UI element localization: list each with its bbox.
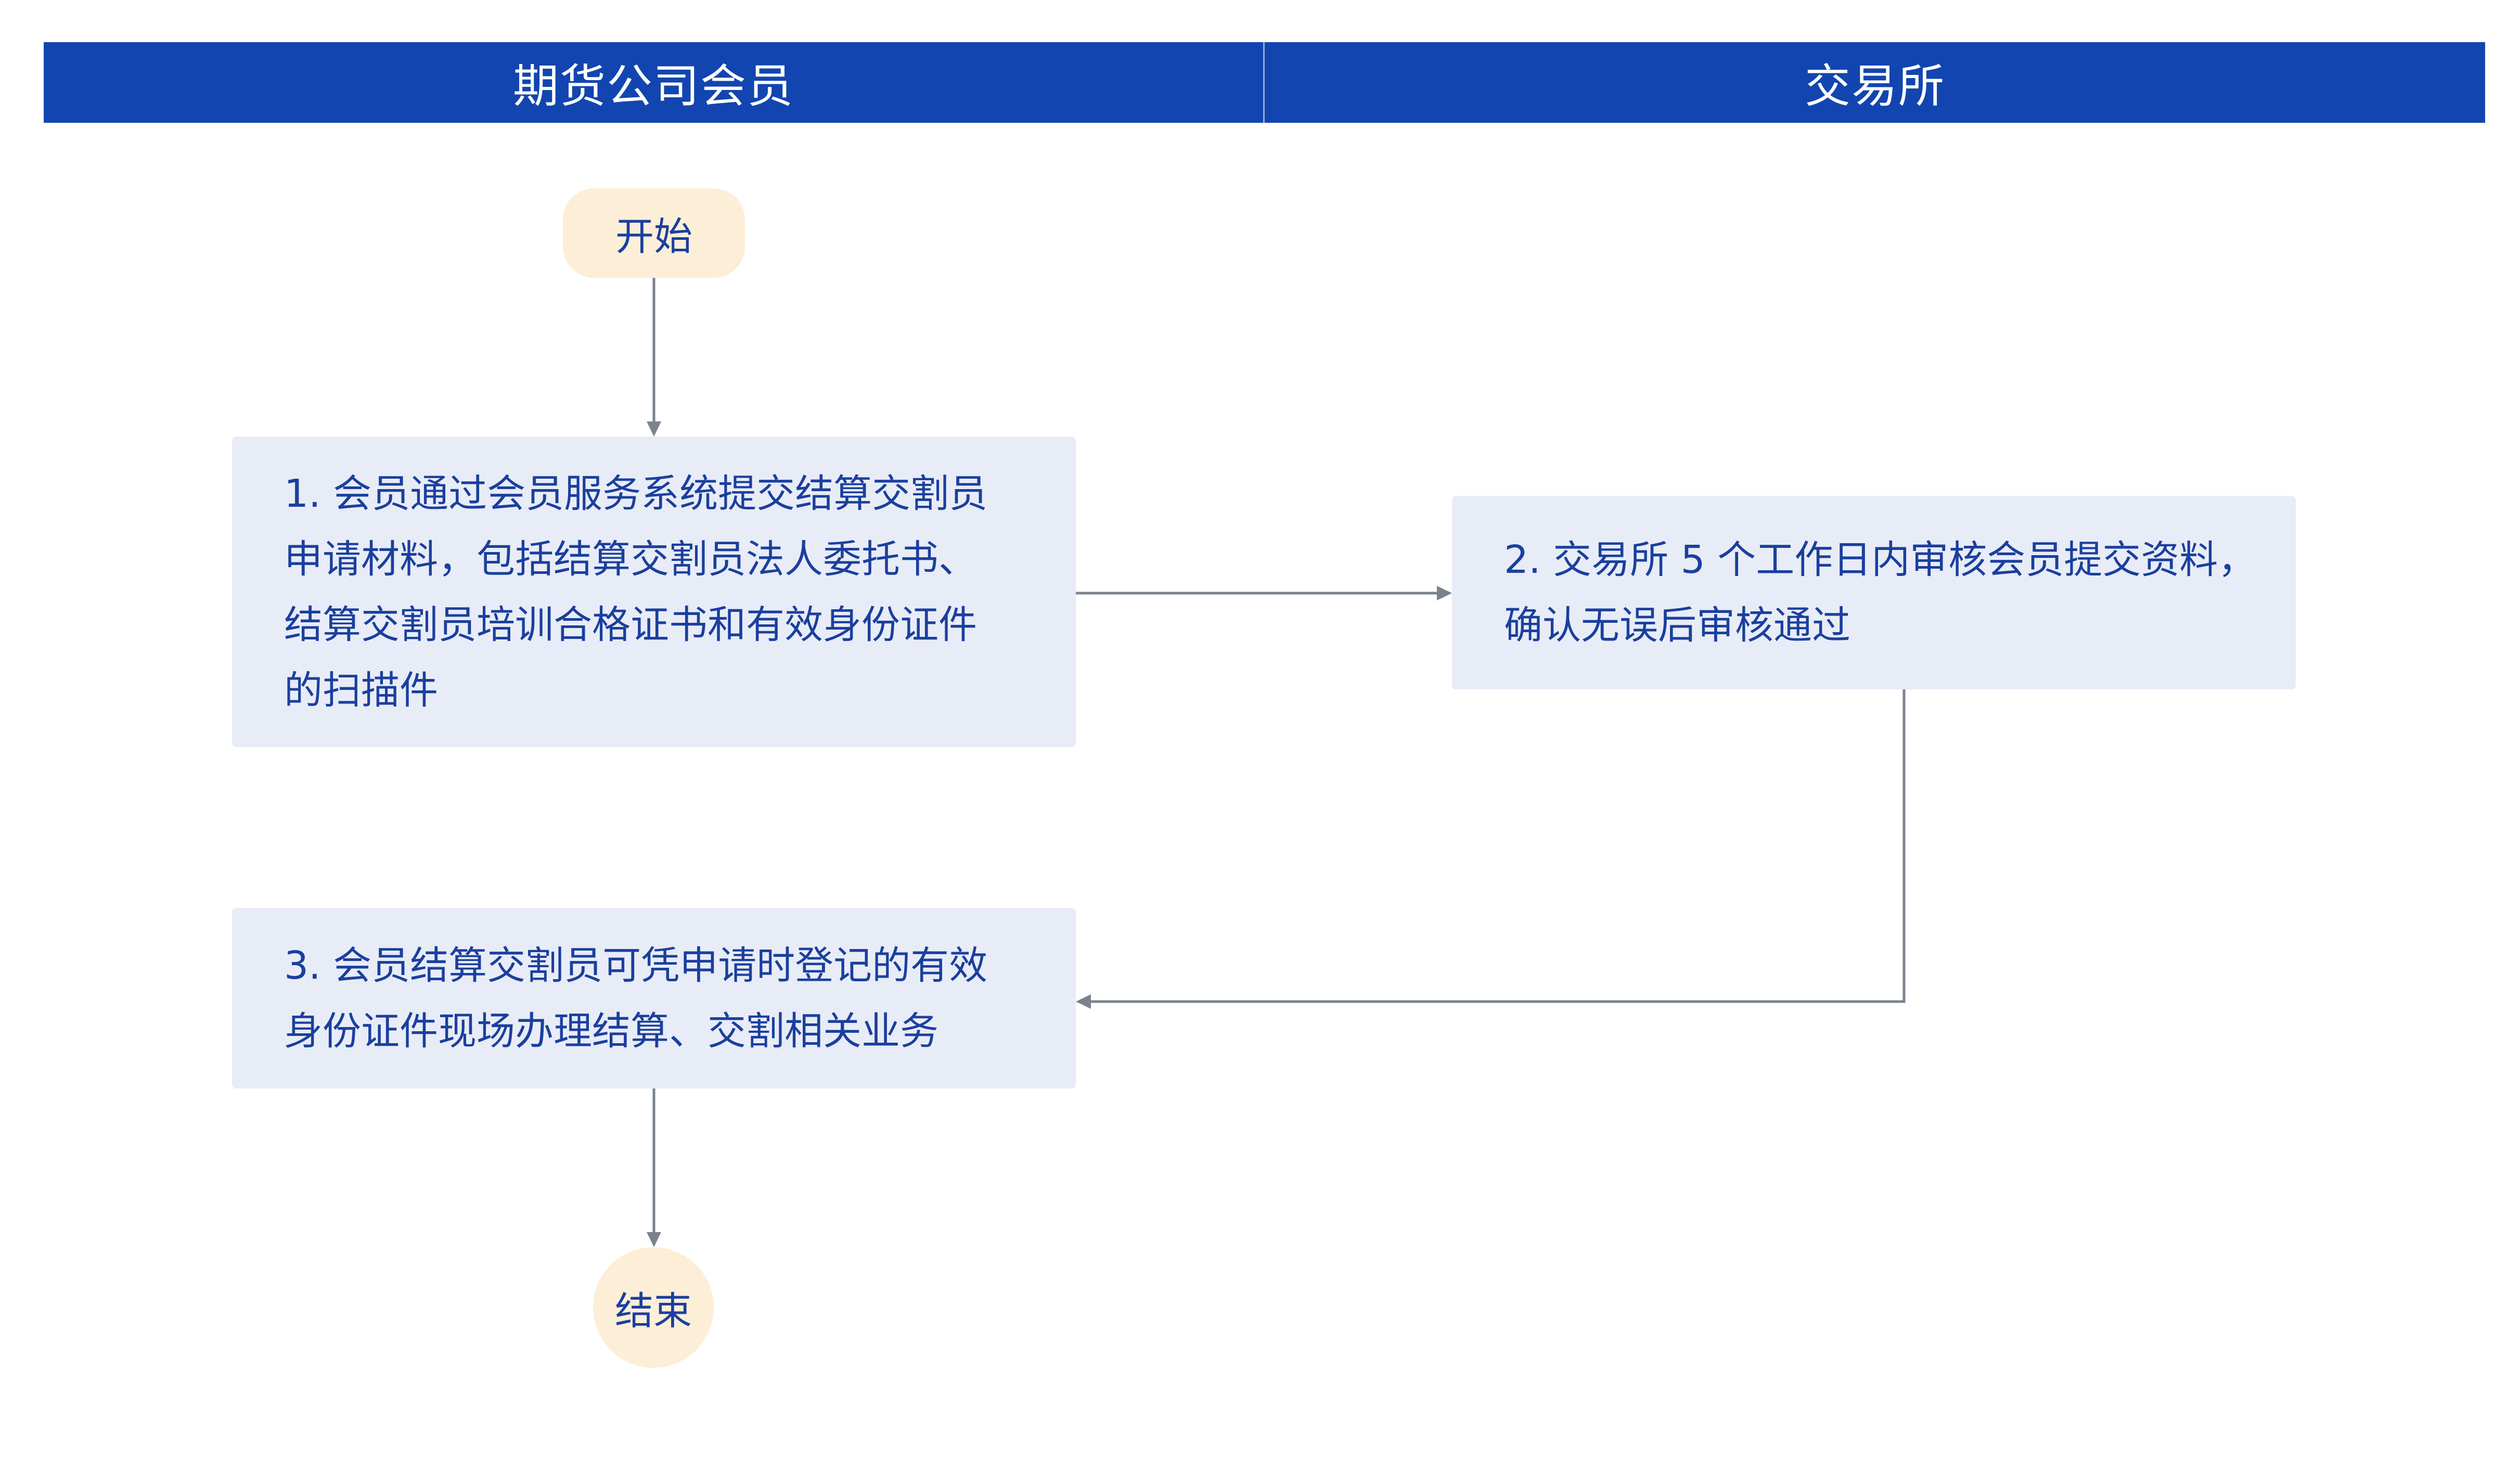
- process-step-3: 3. 会员结算交割员可凭申请时登记的有效 身份证件现场办理结算、交割相关业务: [232, 908, 1076, 1088]
- arrowhead-start-to-step1: [647, 421, 661, 437]
- process-step-1-text: 1. 会员通过会员服务系统提交结算交割员 申请材料，包括结算交割员法人委托书、 …: [284, 471, 988, 713]
- process-step-2-text: 2. 交易所 5 个工作日内审核会员提交资料， 确认无误后审核通过: [1504, 537, 2257, 648]
- end-node: 结束: [593, 1247, 714, 1368]
- lane-title-exchange: 交易所: [1804, 59, 1945, 113]
- process-step-2: 2. 交易所 5 个工作日内审核会员提交资料， 确认无误后审核通过: [1452, 496, 2296, 689]
- swimlane-header: 期货公司会员 交易所: [44, 42, 2485, 123]
- process-step-1: 1. 会员通过会员服务系统提交结算交割员 申请材料，包括结算交割员法人委托书、 …: [232, 437, 1076, 747]
- start-node: 开始: [563, 188, 745, 278]
- arrowhead-step3-to-end: [647, 1232, 661, 1247]
- arrow-step2-to-step3: [1089, 689, 1906, 1003]
- process-step-3-text: 3. 会员结算交割员可凭申请时登记的有效 身份证件现场办理结算、交割相关业务: [284, 943, 988, 1054]
- lane-title-futures-member: 期货公司会员: [512, 59, 794, 113]
- arrowhead-step2-to-step3: [1076, 994, 1091, 1009]
- lane-divider: [1263, 42, 1265, 123]
- arrowhead-step1-to-step2: [1437, 586, 1452, 600]
